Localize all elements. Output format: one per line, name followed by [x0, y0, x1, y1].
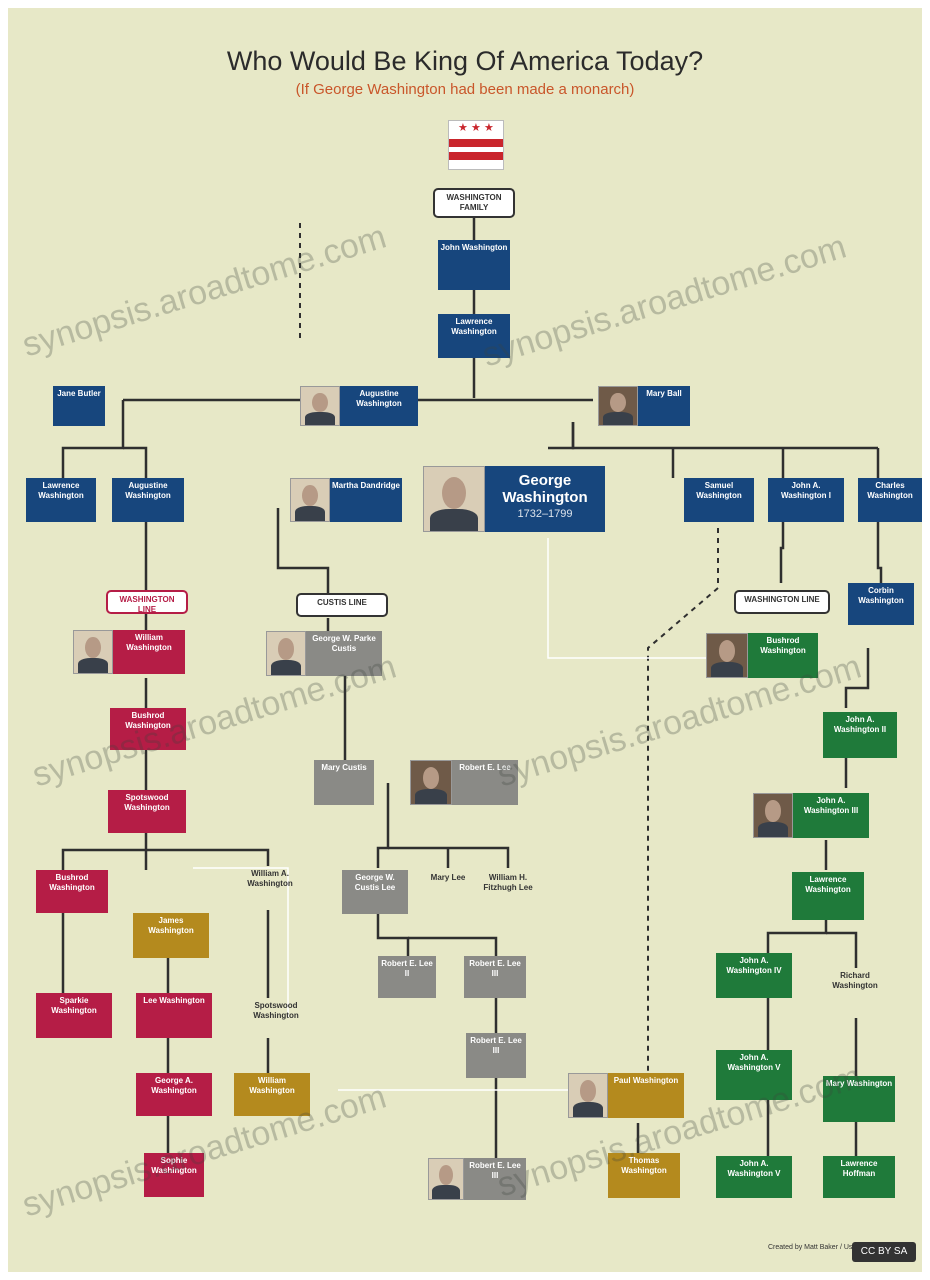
person-jane-butler: Jane Butler	[53, 386, 105, 426]
person-lawrence-washington-1: Lawrence Washington	[438, 314, 510, 358]
person-william-washington-gold: William Washington	[234, 1073, 310, 1116]
person-john-a-washington-iv: John A. Washington IV	[716, 953, 792, 998]
person-william-washington: William Washington	[113, 630, 185, 674]
person-bushrod-washington-2: Bushrod Washington	[36, 870, 108, 913]
flag-star: ★	[471, 122, 481, 134]
portrait-bushrod	[73, 630, 113, 674]
person-william-a-washington: William A. Washington	[247, 869, 293, 888]
portrait-augustine	[300, 386, 340, 426]
portrait-robert-e-lee	[410, 760, 452, 805]
person-lee-washington: Lee Washington	[136, 993, 212, 1038]
person-mary-ball: Mary Ball	[638, 386, 690, 426]
person-john-a-washington-iii: John A. Washington III	[793, 793, 869, 838]
person-spotswood-washington-2: Spotswood Washington	[253, 1001, 299, 1020]
person-mary-washington: Mary Washington	[823, 1076, 895, 1122]
person-samuel-washington: Samuel Washington	[684, 478, 754, 522]
person-augustine-washington-jr: Augustine Washington	[112, 478, 184, 522]
person-lawrence-hoffman: Lawrence Hoffman	[823, 1156, 895, 1198]
person-john-a-washington-ii: John A. Washington II	[823, 712, 897, 758]
person-bushrod-washington-green: Bushrod Washington	[748, 633, 818, 678]
person-sophie-washington: Sophie Washington	[144, 1153, 204, 1197]
flag-star: ★	[484, 122, 494, 134]
portrait-mary-ball	[598, 386, 638, 426]
person-george-a-washington: George A. Washington	[136, 1073, 212, 1116]
person-richard-washington: Richard Washington	[832, 971, 878, 990]
family-label-text: WASHINGTON FAMILY	[446, 193, 502, 212]
washington-line-right-label: WASHINGTON LINE	[734, 590, 830, 614]
portrait-george-washington	[423, 466, 485, 532]
custis-line-label: CUSTIS LINE	[296, 593, 388, 617]
person-john-a-washington-vi: John A. Washington V	[716, 1156, 792, 1198]
person-george-washington: George Washington 1732–1799	[485, 466, 605, 532]
person-robert-e-lee-iii: Robert E. Lee III	[464, 956, 526, 998]
person-lawrence-washington-green: Lawrence Washington	[792, 872, 864, 920]
person-sparkie-washington: Sparkie Washington	[36, 993, 112, 1038]
person-john-a-washington-i: John A. Washington I	[768, 478, 844, 522]
portrait-robert-e-lee-v	[428, 1158, 464, 1200]
connector-lines	[61, 216, 883, 1158]
portrait-martha	[290, 478, 330, 522]
person-james-washington: James Washington	[133, 913, 209, 958]
person-charles-washington: Charles Washington	[858, 478, 922, 522]
dc-flag-icon: ★ ★ ★	[448, 120, 504, 170]
family-tree-poster: Who Would Be King Of America Today? (If …	[8, 8, 922, 1272]
person-thomas-washington: Thomas Washington	[608, 1153, 680, 1198]
person-robert-e-lee-ii: Robert E. Lee II	[378, 956, 436, 998]
person-spotswood-washington: Spotswood Washington	[108, 790, 186, 833]
person-mary-lee: Mary Lee	[430, 873, 466, 882]
person-martha-dandridge: Martha Dandridge	[330, 478, 402, 522]
person-robert-e-lee: Robert E. Lee	[452, 760, 518, 805]
person-paul-washington: Paul Washington	[608, 1073, 684, 1118]
person-augustine-washington: Augustine Washington	[340, 386, 418, 426]
credit-text: Created by Matt Baker / UsefulCharts.com	[768, 1244, 900, 1251]
person-george-w-custis-lee: George W. Custis Lee	[342, 870, 408, 914]
portrait-george-w-p-custis	[266, 631, 306, 676]
person-robert-e-lee-v: Robert E. Lee III	[464, 1158, 526, 1200]
person-corbin-washington: Corbin Washington	[848, 583, 914, 625]
cc-by-sa-icon: CC BY SA	[852, 1242, 916, 1262]
washington-family-label: WASHINGTON FAMILY	[433, 188, 515, 218]
person-mary-custis: Mary Custis	[314, 760, 374, 805]
person-george-w-parke-custis: George W. Parke Custis	[306, 631, 382, 676]
person-william-h-fitzhugh-lee: William H. Fitzhugh Lee	[483, 873, 533, 892]
person-bushrod-washington: Bushrod Washington	[110, 708, 186, 750]
person-robert-e-lee-iv: Robert E. Lee III	[466, 1033, 526, 1078]
portrait-john-a-washington-iii	[753, 793, 793, 838]
person-lawrence-washington-2: Lawrence Washington	[26, 478, 96, 522]
person-john-washington: John Washington	[438, 240, 510, 290]
person-john-a-washington-v: John A. Washington V	[716, 1050, 792, 1100]
flag-bar	[449, 152, 503, 160]
flag-bar	[449, 139, 503, 147]
poster-title: Who Would Be King Of America Today?	[226, 46, 704, 76]
poster-subtitle: (If George Washington had been made a mo…	[295, 81, 635, 98]
portrait-bushrod-green	[706, 633, 748, 678]
portrait-paul-washington	[568, 1073, 608, 1118]
washington-line-left-label: WASHINGTON LINE	[106, 590, 188, 614]
flag-star: ★	[458, 122, 468, 134]
